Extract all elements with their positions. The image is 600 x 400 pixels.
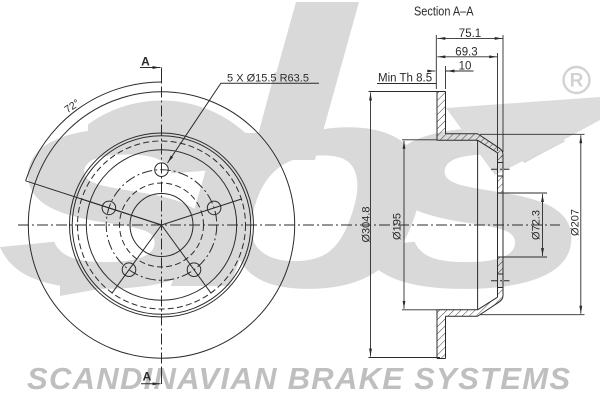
- svg-text:69.3: 69.3: [455, 46, 477, 58]
- svg-text:75.1: 75.1: [459, 28, 481, 40]
- svg-text:SCANDINAVIAN BRAKE SYSTEMS: SCANDINAVIAN BRAKE SYSTEMS: [27, 361, 570, 396]
- svg-text:Ø72.3: Ø72.3: [531, 210, 543, 240]
- svg-text:5 X Ø15.5 R63.5: 5 X Ø15.5 R63.5: [227, 73, 309, 85]
- svg-text:10: 10: [459, 60, 472, 72]
- svg-text:Min Th 8.5: Min Th 8.5: [378, 73, 432, 85]
- svg-text:Ø207: Ø207: [570, 209, 582, 236]
- svg-text:A: A: [143, 370, 152, 384]
- svg-text:Ø304.8: Ø304.8: [361, 206, 373, 242]
- svg-text:R: R: [570, 71, 584, 92]
- svg-text:Ø195: Ø195: [392, 213, 404, 240]
- svg-text:A: A: [141, 55, 150, 69]
- svg-text:Section A–A: Section A–A: [414, 5, 474, 19]
